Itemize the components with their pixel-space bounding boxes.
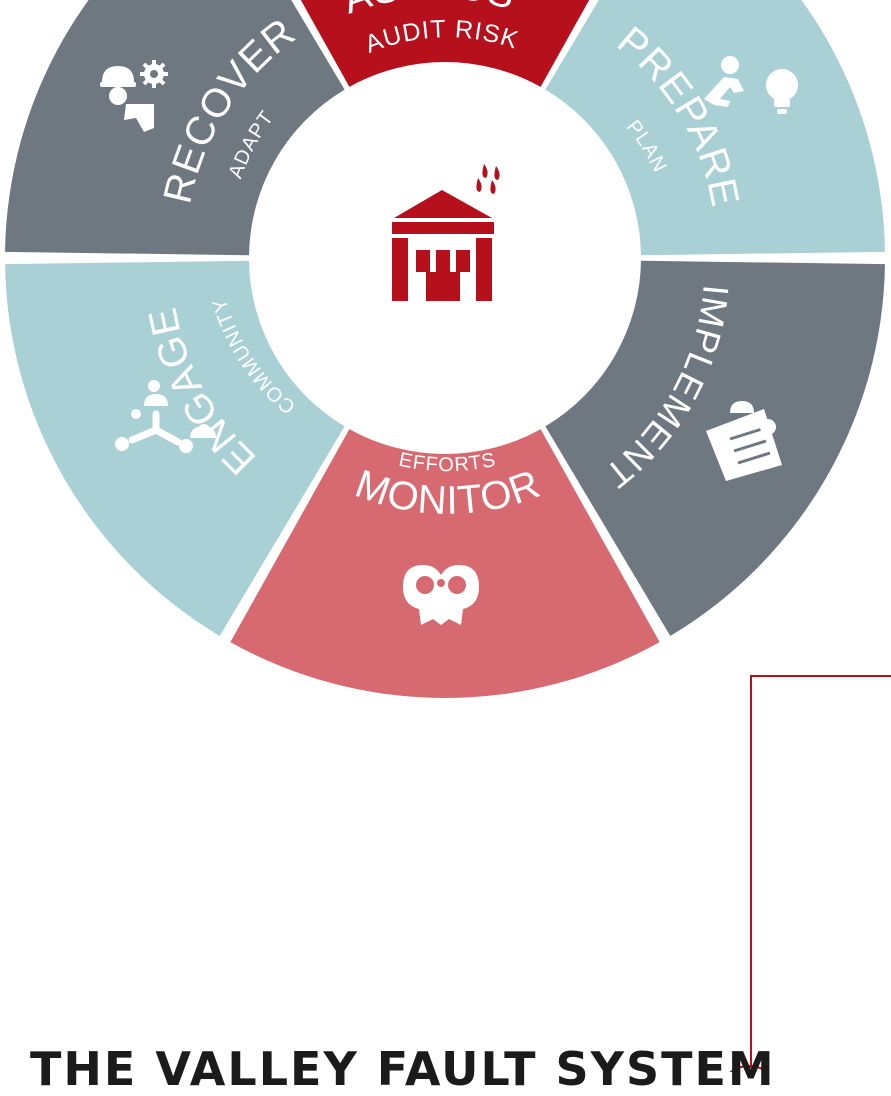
footer-title: THE VALLEY FAULT SYSTEM [30,1042,776,1096]
resilience-cycle-wheel: ASSESS AUDIT RISK RECOVER ADAPT PREPARE … [5,0,891,1072]
binoculars-icon [403,565,479,625]
segment-monitor[interactable] [230,429,660,698]
connector-end-circle [729,1065,769,1072]
worker-gear-icon [100,60,168,132]
segment-recover[interactable] [5,0,345,256]
monitor-subtitle: EFFORTS [397,449,498,476]
connector-line [750,675,891,1068]
worker-blueprint-icon [706,401,782,481]
segment-prepare[interactable] [545,0,885,256]
segment-engage[interactable] [5,260,345,636]
person-lightbulb-icon [704,56,798,114]
building-blood-drops-icon [392,164,500,301]
segment-assess[interactable] [230,0,659,87]
community-network-icon [115,380,216,453]
